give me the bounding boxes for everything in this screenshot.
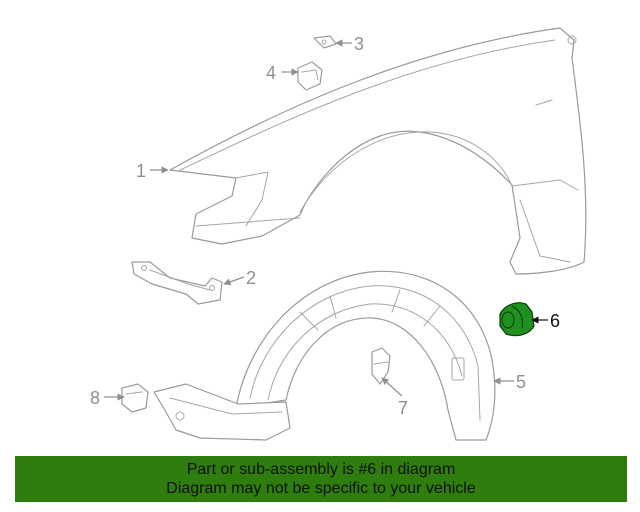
clip-part-3 [313, 35, 337, 49]
nut-clip-part-8 [121, 383, 149, 413]
leader-lines [104, 39, 548, 401]
callout-2: 2 [246, 268, 256, 288]
banner-line-1: Part or sub-assembly is #6 in diagram [186, 461, 456, 478]
banner-line-2: Diagram may not be specific to your vehi… [166, 480, 476, 497]
fender-panel [169, 27, 587, 275]
fender-bracket [131, 261, 223, 305]
callout-7: 7 [398, 398, 408, 418]
callout-4: 4 [266, 63, 276, 83]
info-banner: Part or sub-assembly is #6 in diagram Di… [15, 456, 627, 502]
callout-1: 1 [136, 161, 146, 181]
fastener-part-7 [371, 347, 391, 385]
callout-8: 8 [90, 388, 100, 408]
callout-3: 3 [354, 34, 364, 54]
fender-liner [235, 270, 496, 441]
callout-5: 5 [516, 372, 526, 392]
splash-shield [153, 383, 291, 441]
callout-6: 6 [550, 311, 560, 331]
highlighted-part-6 [499, 302, 535, 337]
grommet-part-4 [297, 61, 323, 91]
